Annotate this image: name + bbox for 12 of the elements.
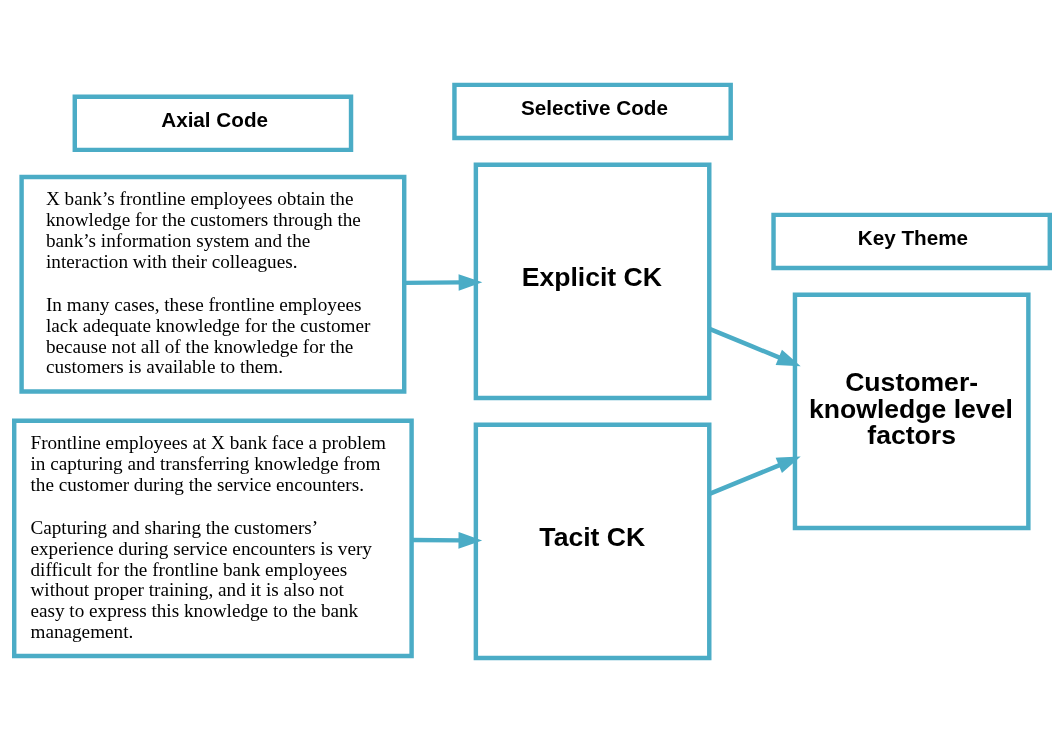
arrow	[708, 455, 801, 496]
node-box: Axial Code	[72, 94, 354, 152]
arrow	[412, 531, 483, 549]
node-box: X bank’s frontline employees obtain the knowledge for the customers through the bank’s information system and the interaction with their colleagues. In many cases, these frontline employees lack adequate knowledge for the customer because not all of the knowledge for the customers is available to them.	[19, 174, 407, 394]
node-box: Key Theme	[771, 212, 1052, 270]
node-box: Selective Code	[452, 82, 733, 140]
node-box: Customer-knowledge level factors	[792, 291, 1031, 530]
node-box: Explicit CK	[473, 161, 712, 400]
node-box: Tacit CK	[473, 421, 712, 660]
arrow	[708, 326, 801, 366]
node-box: Frontline employees at X bank face a problem in capturing and transferring knowledge from the customer during the service encounters. Capturing and sharing the customers’ experience during service encounters is very difficult for the frontline bank employees without proper training, and it is also not easy to express this knowledge to the bank management.	[12, 418, 414, 658]
arrow	[404, 273, 483, 291]
